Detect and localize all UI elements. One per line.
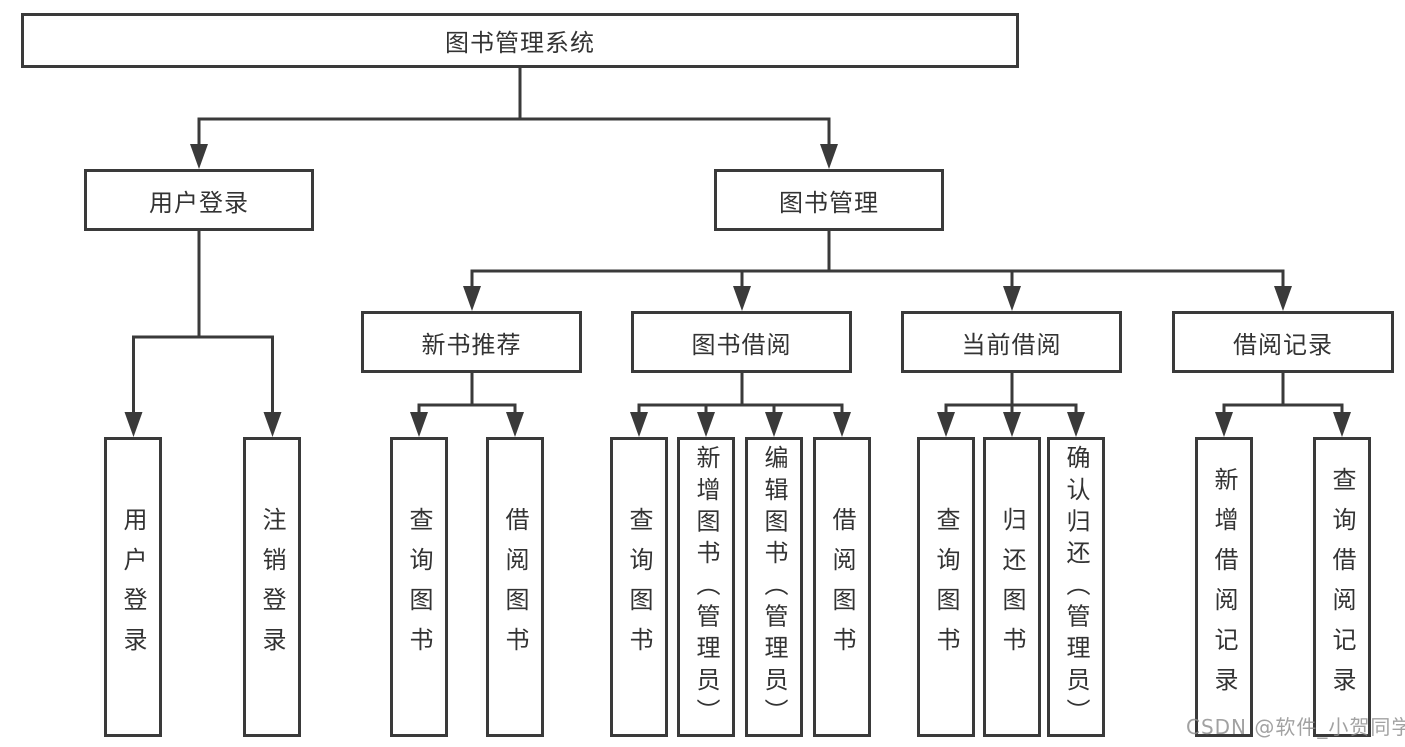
arrow-down-icon (765, 412, 783, 437)
arrow-down-icon (263, 412, 282, 437)
connector-records-to-leaves (1222, 373, 1344, 415)
leaf-label: 新增借阅记录 (1210, 467, 1238, 707)
node-user-login: 用户登录 (84, 169, 314, 231)
leaf-label: 查询借阅记录 (1328, 467, 1356, 707)
leaf-label: 查询图书 (405, 507, 433, 667)
arrow-down-icon (630, 412, 648, 437)
leaf-borrow-books: 借阅图书 (813, 437, 871, 737)
watermark: CSDN @软件_小贺同学 (1186, 715, 1405, 739)
node-label: 借阅记录 (1233, 330, 1333, 359)
leaf-query-borrow-record: 查询借阅记录 (1313, 437, 1371, 737)
node-label: 图书借阅 (691, 330, 792, 359)
arrow-down-icon (1215, 412, 1233, 437)
leaf-query-books-current: 查询图书 (917, 437, 975, 737)
arrow-down-icon (506, 412, 524, 437)
arrow-down-icon (1333, 412, 1351, 437)
node-current-borrowing: 当前借阅 (901, 311, 1122, 373)
node-book-management: 图书管理 (714, 169, 944, 231)
leaf-logout: 注销登录 (243, 437, 301, 737)
leaf-label: 查询图书 (932, 507, 960, 667)
arrow-down-icon (410, 412, 428, 437)
leaf-label: 确认归还（管理员） (1062, 444, 1090, 730)
leaf-label: 注销登录 (258, 507, 286, 667)
connector-userlogin-to-leaves (132, 231, 274, 415)
node-label: 新书推荐 (421, 330, 522, 359)
connector-current-to-leaves (944, 373, 1078, 415)
leaf-confirm-return-admin: 确认归还（管理员） (1047, 437, 1105, 737)
arrow-down-icon (733, 286, 751, 311)
arrow-down-icon (1003, 286, 1021, 311)
leaf-user-login: 用户登录 (104, 437, 162, 737)
arrow-down-icon (124, 412, 143, 437)
arrow-down-icon (833, 412, 851, 437)
leaf-edit-book-admin: 编辑图书（管理员） (745, 437, 803, 737)
leaf-add-borrow-record: 新增借阅记录 (1195, 437, 1253, 737)
node-new-book-recommendation: 新书推荐 (361, 311, 582, 373)
arrow-down-icon (463, 286, 481, 311)
node-library-management-system: 图书管理系统 (21, 13, 1019, 68)
leaf-return-books: 归还图书 (983, 437, 1041, 737)
leaf-label: 借阅图书 (828, 507, 856, 667)
arrow-down-icon (1274, 286, 1292, 311)
leaf-borrow-books-recommend: 借阅图书 (486, 437, 544, 737)
leaf-label: 新增图书（管理员） (692, 444, 720, 730)
arrowheads (124, 144, 1351, 437)
leaf-label: 归还图书 (998, 507, 1026, 667)
arrow-down-icon (697, 412, 715, 437)
node-label: 图书管理 (779, 188, 879, 217)
node-book-borrowing: 图书借阅 (631, 311, 852, 373)
leaf-query-books-borrowing: 查询图书 (610, 437, 668, 737)
arrow-down-icon (190, 144, 208, 169)
connector-bookmgmt-to-level3 (470, 231, 1285, 290)
leaf-label: 编辑图书（管理员） (760, 444, 788, 730)
node-label: 当前借阅 (961, 330, 1062, 359)
connector-borrowing-to-leaves (637, 373, 844, 415)
leaf-add-book-admin: 新增图书（管理员） (677, 437, 735, 737)
node-label: 图书管理系统 (445, 29, 595, 57)
leaf-label: 查询图书 (625, 507, 653, 667)
leaf-label: 用户登录 (119, 507, 147, 667)
arrow-down-icon (1067, 412, 1085, 437)
connector-newbook-to-leaves (417, 373, 517, 415)
node-borrowing-records: 借阅记录 (1172, 311, 1394, 373)
connector-root-to-level2 (197, 68, 831, 147)
leaf-query-books-recommend: 查询图书 (390, 437, 448, 737)
leaf-label: 借阅图书 (501, 507, 529, 667)
arrow-down-icon (937, 412, 955, 437)
node-label: 用户登录 (149, 188, 249, 217)
arrow-down-icon (1003, 412, 1021, 437)
arrow-down-icon (820, 144, 838, 169)
